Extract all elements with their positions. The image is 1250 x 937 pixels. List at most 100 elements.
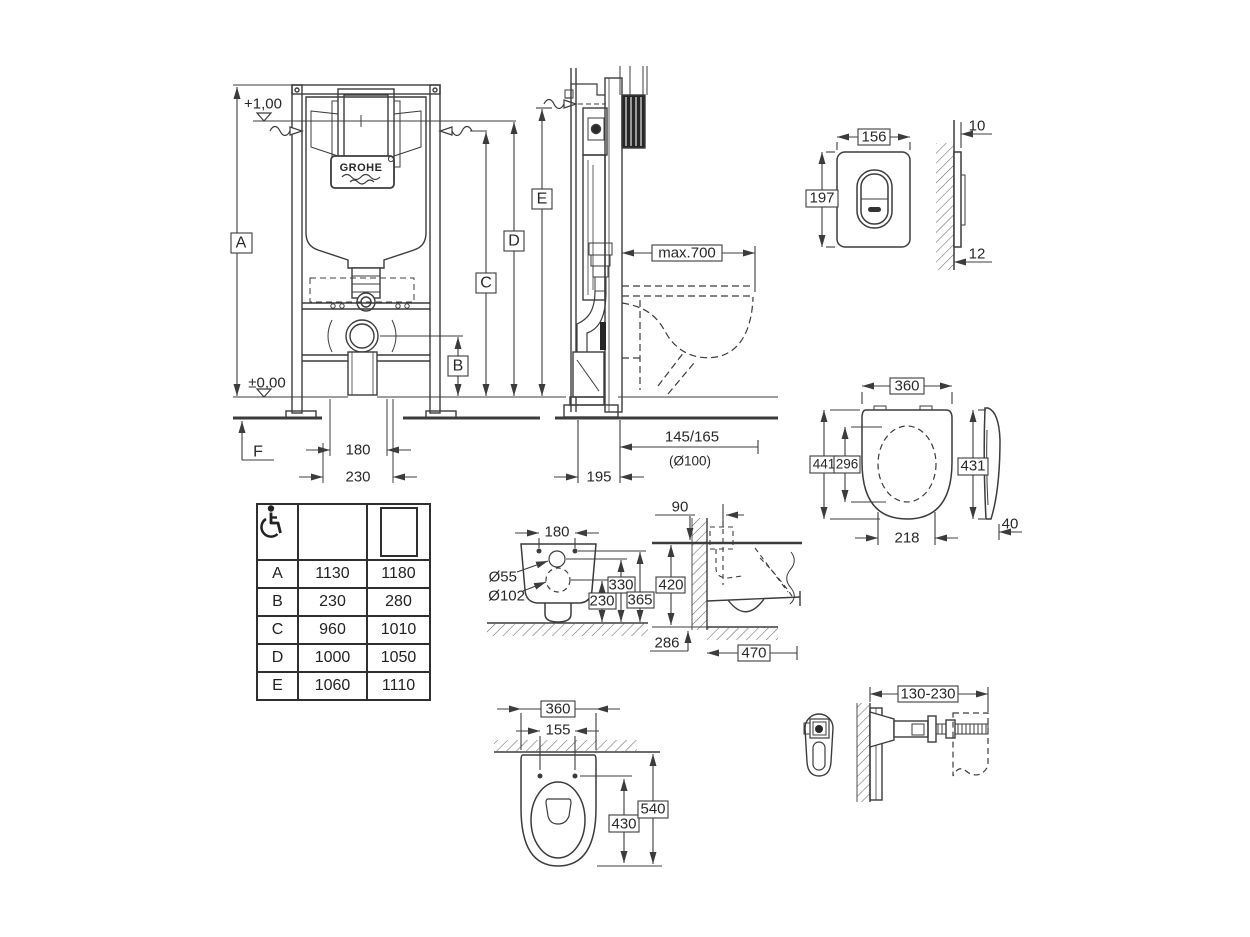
- bracket-wedge: [869, 711, 895, 748]
- level-triangle-plus-icon: [255, 112, 273, 122]
- registered-mark-icon: [387, 155, 395, 163]
- dia-55-label: Ø55: [489, 569, 517, 586]
- frame-right-rail: [429, 84, 441, 414]
- table-header-row: [256, 503, 431, 561]
- table-cell-standard: 1000: [297, 643, 368, 673]
- dim-230-label: 230: [345, 469, 370, 486]
- wall-bracket-dimensions: 130-230: [869, 685, 989, 712]
- cistern-outline: [305, 96, 427, 269]
- table-cell-letter: C: [256, 615, 299, 645]
- table-cell-letter: A: [256, 559, 299, 589]
- dim-286-label: 286: [654, 635, 679, 652]
- outlet-dashed-circle: [545, 567, 571, 593]
- table-cell-letter: D: [256, 643, 299, 673]
- water-supply-arrow-right-icon: [439, 125, 473, 137]
- dim-197-label: 197: [809, 190, 834, 207]
- dim-90-label: 90: [672, 499, 689, 516]
- table-header-accessible: [260, 503, 431, 561]
- size-table: A 1130 1180 B 230 280 C 960 1010 D 1000 …: [256, 503, 431, 701]
- break-line: [786, 551, 795, 605]
- water-supply-arrow-left-icon: [269, 125, 303, 137]
- frame-right-foot: [425, 410, 457, 419]
- dim-d-label: D: [508, 233, 520, 250]
- side-foot: [563, 404, 619, 418]
- wall-hatch: [494, 740, 637, 752]
- table-cell-standard: 230: [297, 587, 368, 617]
- table-row: C 960 1010: [256, 615, 431, 645]
- bowl-rim: [530, 781, 586, 859]
- wall-hatch: [692, 518, 707, 630]
- level-triangle-zero-icon: [255, 388, 273, 398]
- seat-top-view: [861, 405, 953, 520]
- table-header-empty-2: [297, 503, 368, 561]
- outlet-bend-circle: [345, 319, 379, 353]
- table-cell-standard: 1130: [297, 559, 368, 589]
- bowl-rear-dimensions: 180 Ø55 Ø102 230 330 365: [488, 524, 655, 622]
- dim-180-holes-label: 180: [544, 524, 569, 541]
- flush-opening: [545, 798, 572, 825]
- dim-a-label: A: [236, 235, 247, 252]
- dashed-bowl-outline: [621, 285, 754, 395]
- table-row: B 230 280: [256, 587, 431, 617]
- dim-40-label: 40: [1002, 516, 1019, 533]
- wall-bracket-view: [856, 703, 989, 802]
- table-row: A 1130 1180: [256, 559, 431, 589]
- table-cell-accessible: 1010: [366, 615, 431, 645]
- dim-360-plan-label: 360: [545, 701, 570, 718]
- dim-470-label: 470: [741, 645, 766, 662]
- table-cell-standard: 960: [297, 615, 368, 645]
- dia-102-label: Ø102: [488, 588, 525, 605]
- wheelchair-icon: [260, 505, 282, 538]
- frame-front-view: GROHE: [233, 84, 778, 420]
- dim-180-label: 180: [345, 442, 370, 459]
- dim-296-label: 296: [836, 457, 859, 472]
- dim-218-label: 218: [894, 530, 919, 547]
- grohe-logo-plate: GROHE: [330, 155, 395, 189]
- dim-360-seat-label: 360: [894, 378, 919, 395]
- table-cell-accessible: 1050: [366, 643, 431, 673]
- dim-e-label: E: [537, 191, 548, 208]
- anchor-slot: [812, 741, 826, 771]
- table-cell-accessible: 280: [366, 587, 431, 617]
- outlet-elbow: [572, 351, 605, 398]
- dashed-connections: [709, 520, 793, 597]
- dim-f-label: F: [253, 444, 263, 461]
- table-row: E 1060 1110: [256, 671, 431, 701]
- bowl-rear-view: [487, 543, 648, 636]
- dim-155-label: 155: [545, 722, 570, 739]
- dim-max700-label: max.700: [658, 245, 716, 262]
- seat-dimensions: 360 441 296 218 431 40: [809, 377, 1022, 547]
- frame-left-foot: [285, 410, 317, 419]
- bowl-underside: [706, 596, 801, 602]
- bowl-rear-spigot: [544, 603, 572, 623]
- flush-plate-view: [836, 120, 966, 270]
- dim-230-rear-label: 230: [589, 593, 614, 610]
- seat-inner-dashed: [877, 425, 937, 503]
- wall-hatch: [936, 143, 954, 270]
- dim-330-label: 330: [608, 577, 633, 594]
- dim-10-label: 10: [969, 118, 986, 135]
- dim-441-label: 441: [813, 457, 836, 472]
- frame-front-dimensions: +1,00 ±0,00 A B C D E F 180 230: [230, 84, 577, 486]
- flush-plate-dimensions: 156 197 10 12: [805, 118, 992, 266]
- bowl-mount-side-view: [652, 518, 802, 640]
- anchor-outline: [804, 713, 834, 777]
- drain-pipe: [347, 351, 378, 396]
- wheelchair-icon-box: [260, 505, 418, 557]
- dim-145-165-label: 145/165: [665, 429, 719, 446]
- bowl-plan-view: [494, 740, 660, 867]
- grohe-wave-icon: [341, 173, 381, 181]
- dim-195-label: 195: [586, 469, 611, 486]
- table-row: D 1000 1050: [256, 643, 431, 673]
- dim-365-label: 365: [627, 592, 652, 609]
- table-cell-accessible: 1110: [366, 671, 431, 701]
- dim-130-230-label: 130-230: [900, 686, 955, 703]
- ground-hatch: [707, 627, 778, 640]
- bowl-rear-outline: [520, 543, 597, 604]
- dim-420-label: 420: [658, 577, 683, 594]
- threaded-rod: [935, 723, 989, 735]
- dim-431-label: 431: [960, 458, 985, 475]
- dim-12-label: 12: [969, 246, 986, 263]
- table-cell-letter: E: [256, 671, 299, 701]
